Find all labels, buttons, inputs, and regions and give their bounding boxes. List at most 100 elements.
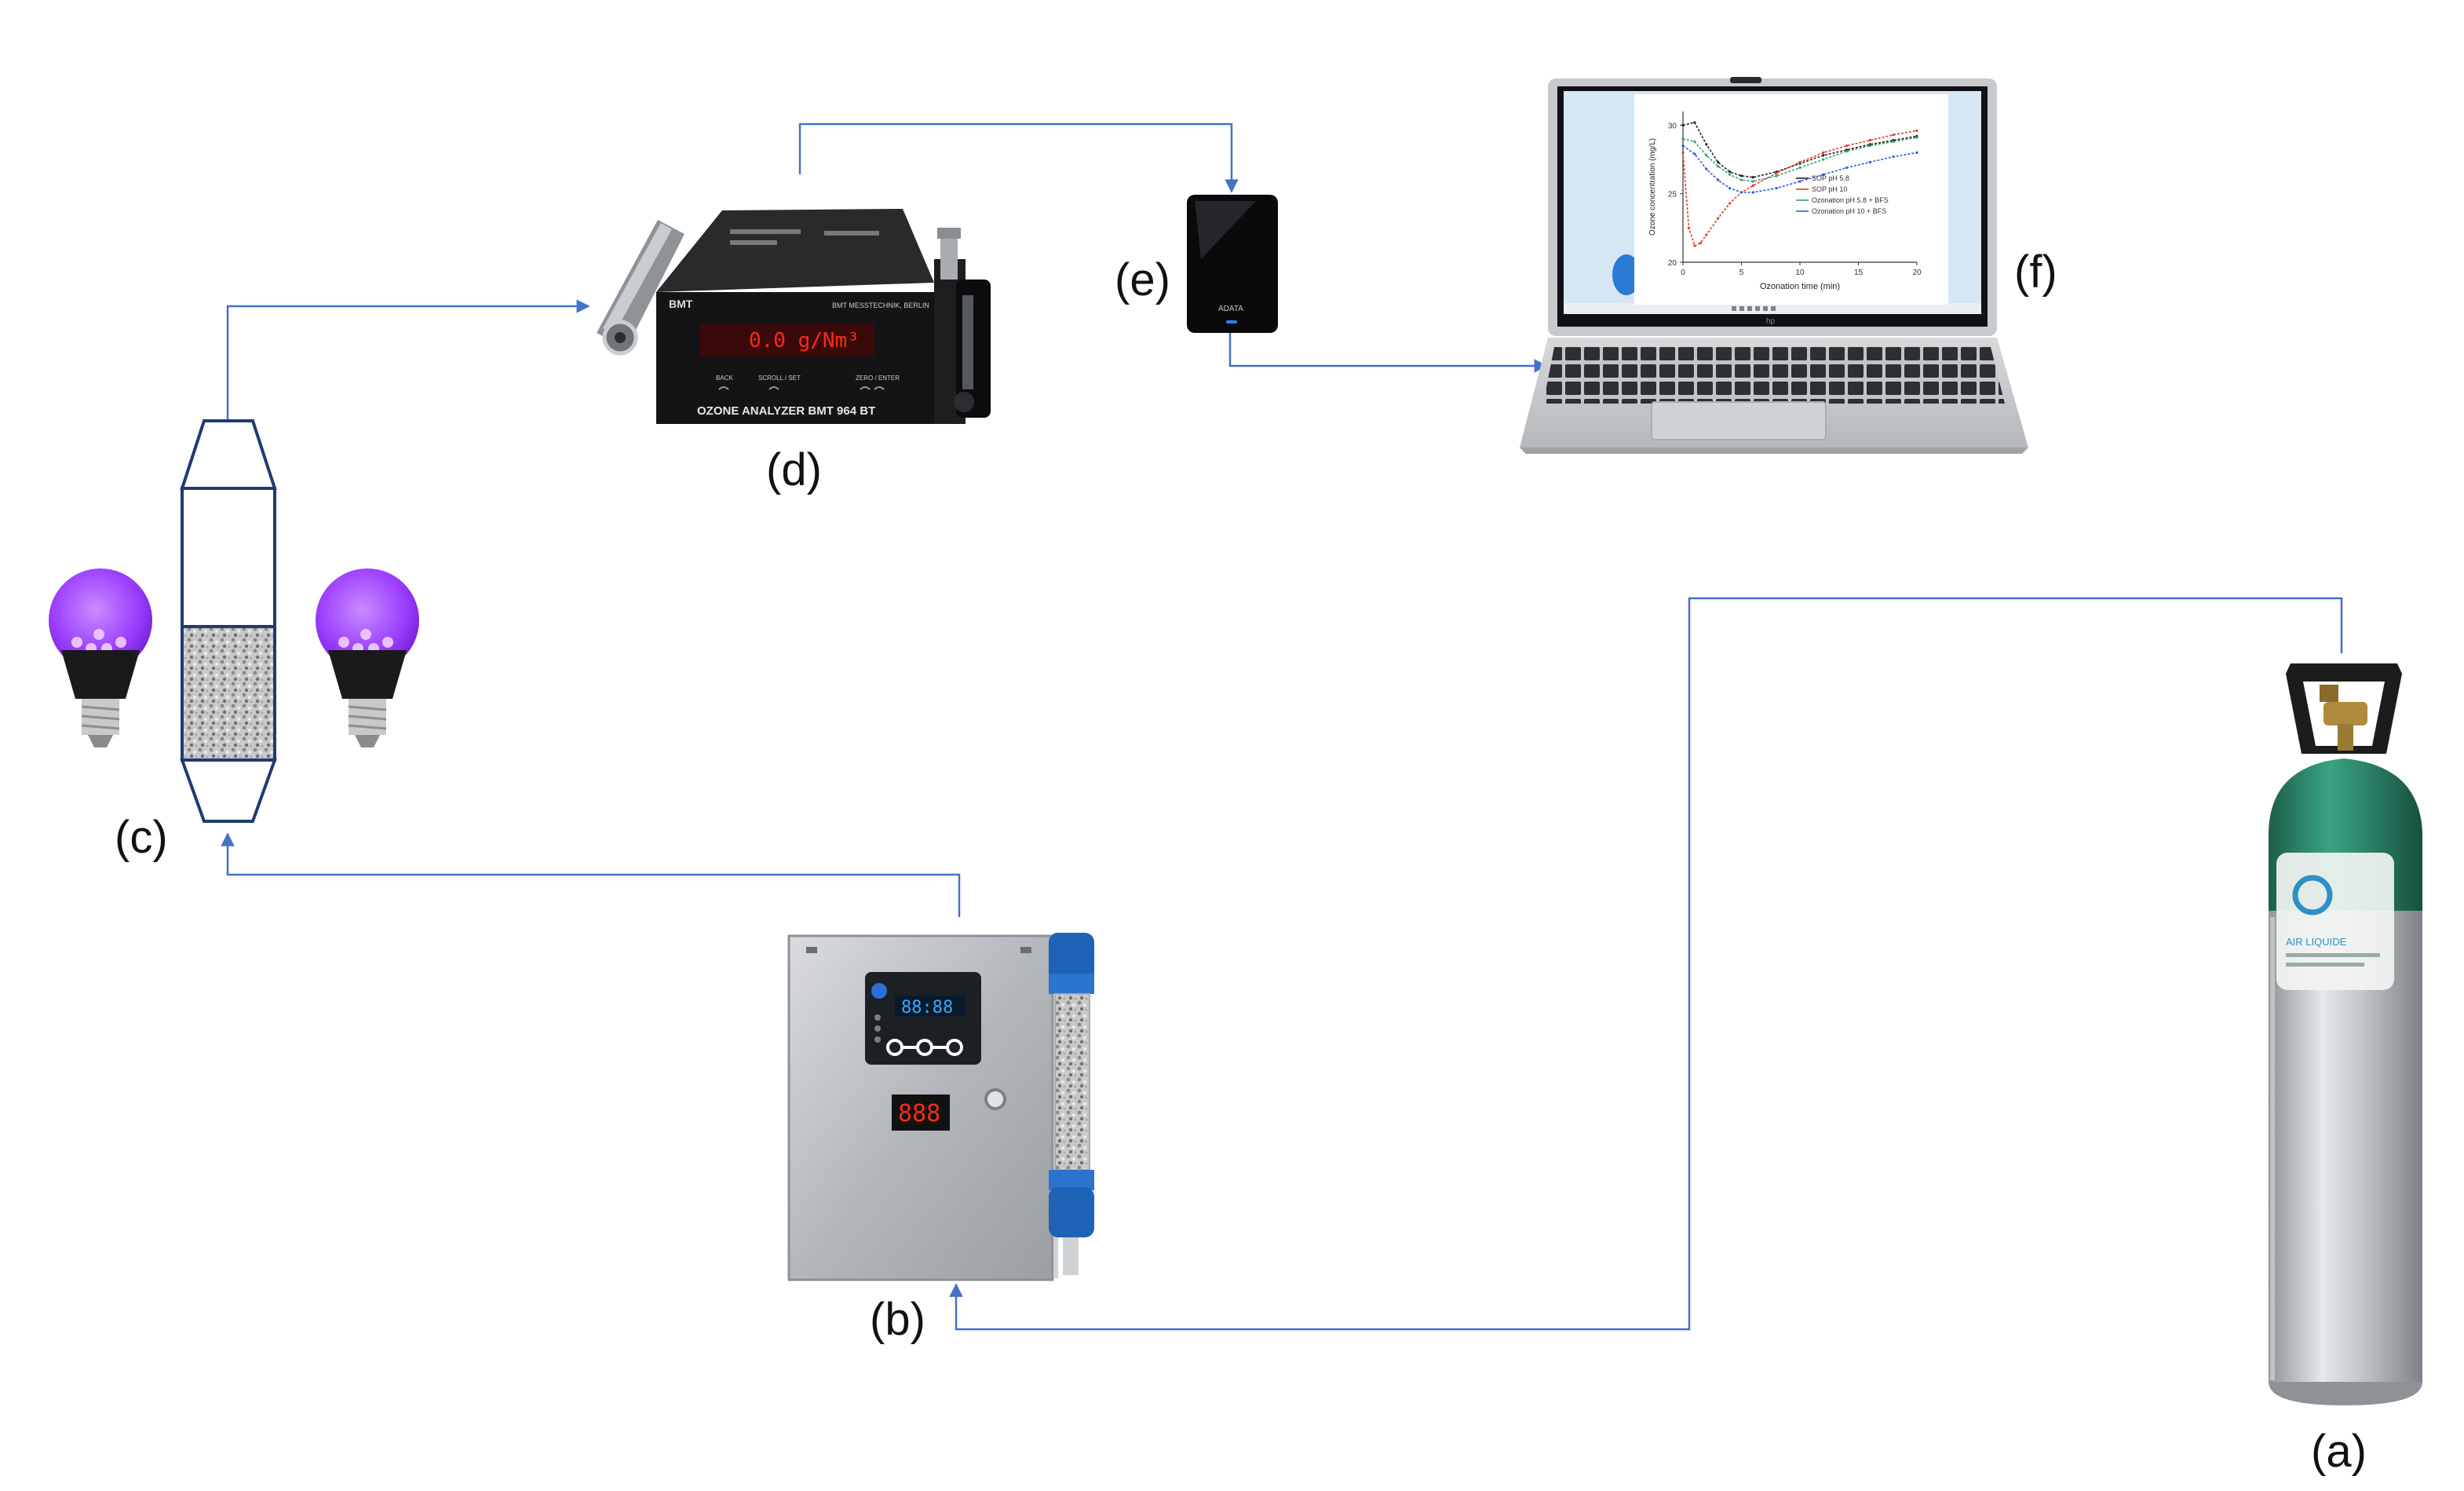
arrow-cylinder-to-generator <box>949 597 2343 1331</box>
chart-legend-entry: Ozonation pH 10 + BFS <box>1812 207 1886 215</box>
drive-brand: ADATA <box>1218 305 1243 313</box>
chart-y-label: Ozone concentration (mg/L) <box>1648 138 1657 236</box>
keyboard <box>1543 347 2005 404</box>
knob <box>984 1088 1006 1110</box>
arrow-storage-to-laptop <box>1228 333 1548 373</box>
ozone-analyzer: BMT BMT MESSTECHNIK, BERLIN 0.0 g/Nm³ BA… <box>597 209 991 424</box>
flow-arrows <box>221 122 2343 1331</box>
chart-series-line <box>1682 122 1918 178</box>
analyzer-btn-zero: ZERO / ENTER <box>856 375 900 382</box>
chart-point <box>1728 187 1732 190</box>
analyzer-display-window <box>700 323 874 356</box>
chart-point <box>1775 171 1778 175</box>
filter-media <box>1055 994 1090 1170</box>
chart-point <box>1705 233 1708 236</box>
chart-point <box>1728 202 1732 205</box>
label-e: (e) <box>1115 254 1170 305</box>
label-d: (d) <box>766 444 822 495</box>
chart-point <box>1717 160 1720 164</box>
external-hard-drive: ADATA <box>1187 195 1278 333</box>
analyzer-brand: BMT <box>669 298 693 310</box>
analyzer-button-row: BACK SCROLL / SET ZERO / ENTER <box>716 375 900 390</box>
chart-point <box>1798 160 1801 164</box>
chart-point <box>1681 137 1685 141</box>
chart-point <box>1822 154 1825 157</box>
chart-point <box>1687 226 1691 229</box>
chart-point <box>1892 133 1895 137</box>
filter-bottom-cap <box>1049 1170 1094 1190</box>
chart-point <box>1868 160 1871 164</box>
chart-x-tick-label: 20 <box>1912 269 1922 277</box>
panel-display: 88:88 <box>901 998 953 1018</box>
chart-point <box>1751 184 1754 187</box>
chart-point <box>1868 139 1871 142</box>
analyzer-company: BMT MESSTECHNIK, BERLIN <box>832 301 929 309</box>
chart-point <box>1728 170 1732 174</box>
analyzer-btn-scroll: SCROLL / SET <box>758 375 801 382</box>
chart-point <box>1868 144 1871 148</box>
chart-point <box>1845 150 1849 153</box>
arrow-analyzer-to-storage <box>798 122 1239 193</box>
chart-y-tick-label: 20 <box>1668 259 1677 268</box>
chart-point <box>1775 187 1778 190</box>
uv-lamp-right <box>316 568 419 747</box>
chart-series-line <box>1682 130 1918 247</box>
chart-point <box>1681 151 1685 154</box>
chart-point <box>1915 136 1918 139</box>
photoreactor-column <box>180 419 277 823</box>
label-b: (b) <box>870 1294 925 1345</box>
chart-x-tick-label: 10 <box>1795 269 1805 277</box>
chart-point <box>1822 151 1825 154</box>
chart-y-tick-label: 30 <box>1668 122 1677 130</box>
chart-point <box>1751 191 1754 194</box>
chart-point <box>1681 123 1685 127</box>
sensor-tube <box>597 220 684 356</box>
control-buttons <box>886 1039 963 1056</box>
chart-point <box>1845 166 1849 170</box>
chart-x-label: Ozonation time (min) <box>1760 282 1840 291</box>
chart-x-tick-label: 15 <box>1854 269 1864 277</box>
chart-point <box>1717 178 1720 181</box>
laptop-logo: hp <box>1766 317 1776 326</box>
chart-point <box>1845 144 1849 148</box>
flow-meter <box>937 228 991 418</box>
chart-point <box>1775 174 1778 177</box>
label-f: (f) <box>2014 247 2057 298</box>
chart-legend-entry: SOP pH 10 <box>1812 185 1847 193</box>
chart-point <box>1798 166 1801 170</box>
svg-text:AIR LIQUIDE: AIR LIQUIDE <box>2286 936 2347 948</box>
chart-y-tick-label: 25 <box>1668 191 1677 199</box>
uv-lamp-left <box>49 568 152 747</box>
arrow-generator-to-reactor <box>221 832 961 917</box>
chart-point <box>1892 140 1895 143</box>
chart-point <box>1693 152 1696 155</box>
chart-series-line <box>1682 137 1918 182</box>
touchpad <box>1651 401 1827 440</box>
chart-point <box>1915 151 1918 154</box>
analyzer-display: 0.0 g/Nm³ <box>749 329 860 353</box>
chart-legend-entry: Ozonation pH 5.8 + BFS <box>1812 196 1889 204</box>
filter-top-cap <box>1049 933 1094 983</box>
chart-point <box>1717 165 1720 168</box>
chart-point <box>1699 241 1702 245</box>
chart-point <box>1705 143 1708 146</box>
chart-point <box>1739 174 1743 177</box>
chart-series-line <box>1682 144 1918 193</box>
chart-point <box>1717 217 1720 220</box>
chart-point <box>1739 178 1743 181</box>
chart-point <box>1892 155 1895 159</box>
chart-point <box>1915 129 1918 133</box>
chart-point <box>1751 176 1754 179</box>
chart-point <box>1681 144 1685 148</box>
chart-point <box>1728 173 1732 176</box>
chart-point <box>1705 154 1708 157</box>
chart-point <box>1822 158 1825 161</box>
label-c: (c) <box>115 812 168 863</box>
chart-point <box>1798 180 1801 183</box>
chart-point <box>1751 180 1754 183</box>
catalyst-bed <box>181 625 276 762</box>
chart-point <box>1822 173 1825 176</box>
chart-x-tick-label: 5 <box>1739 269 1744 277</box>
